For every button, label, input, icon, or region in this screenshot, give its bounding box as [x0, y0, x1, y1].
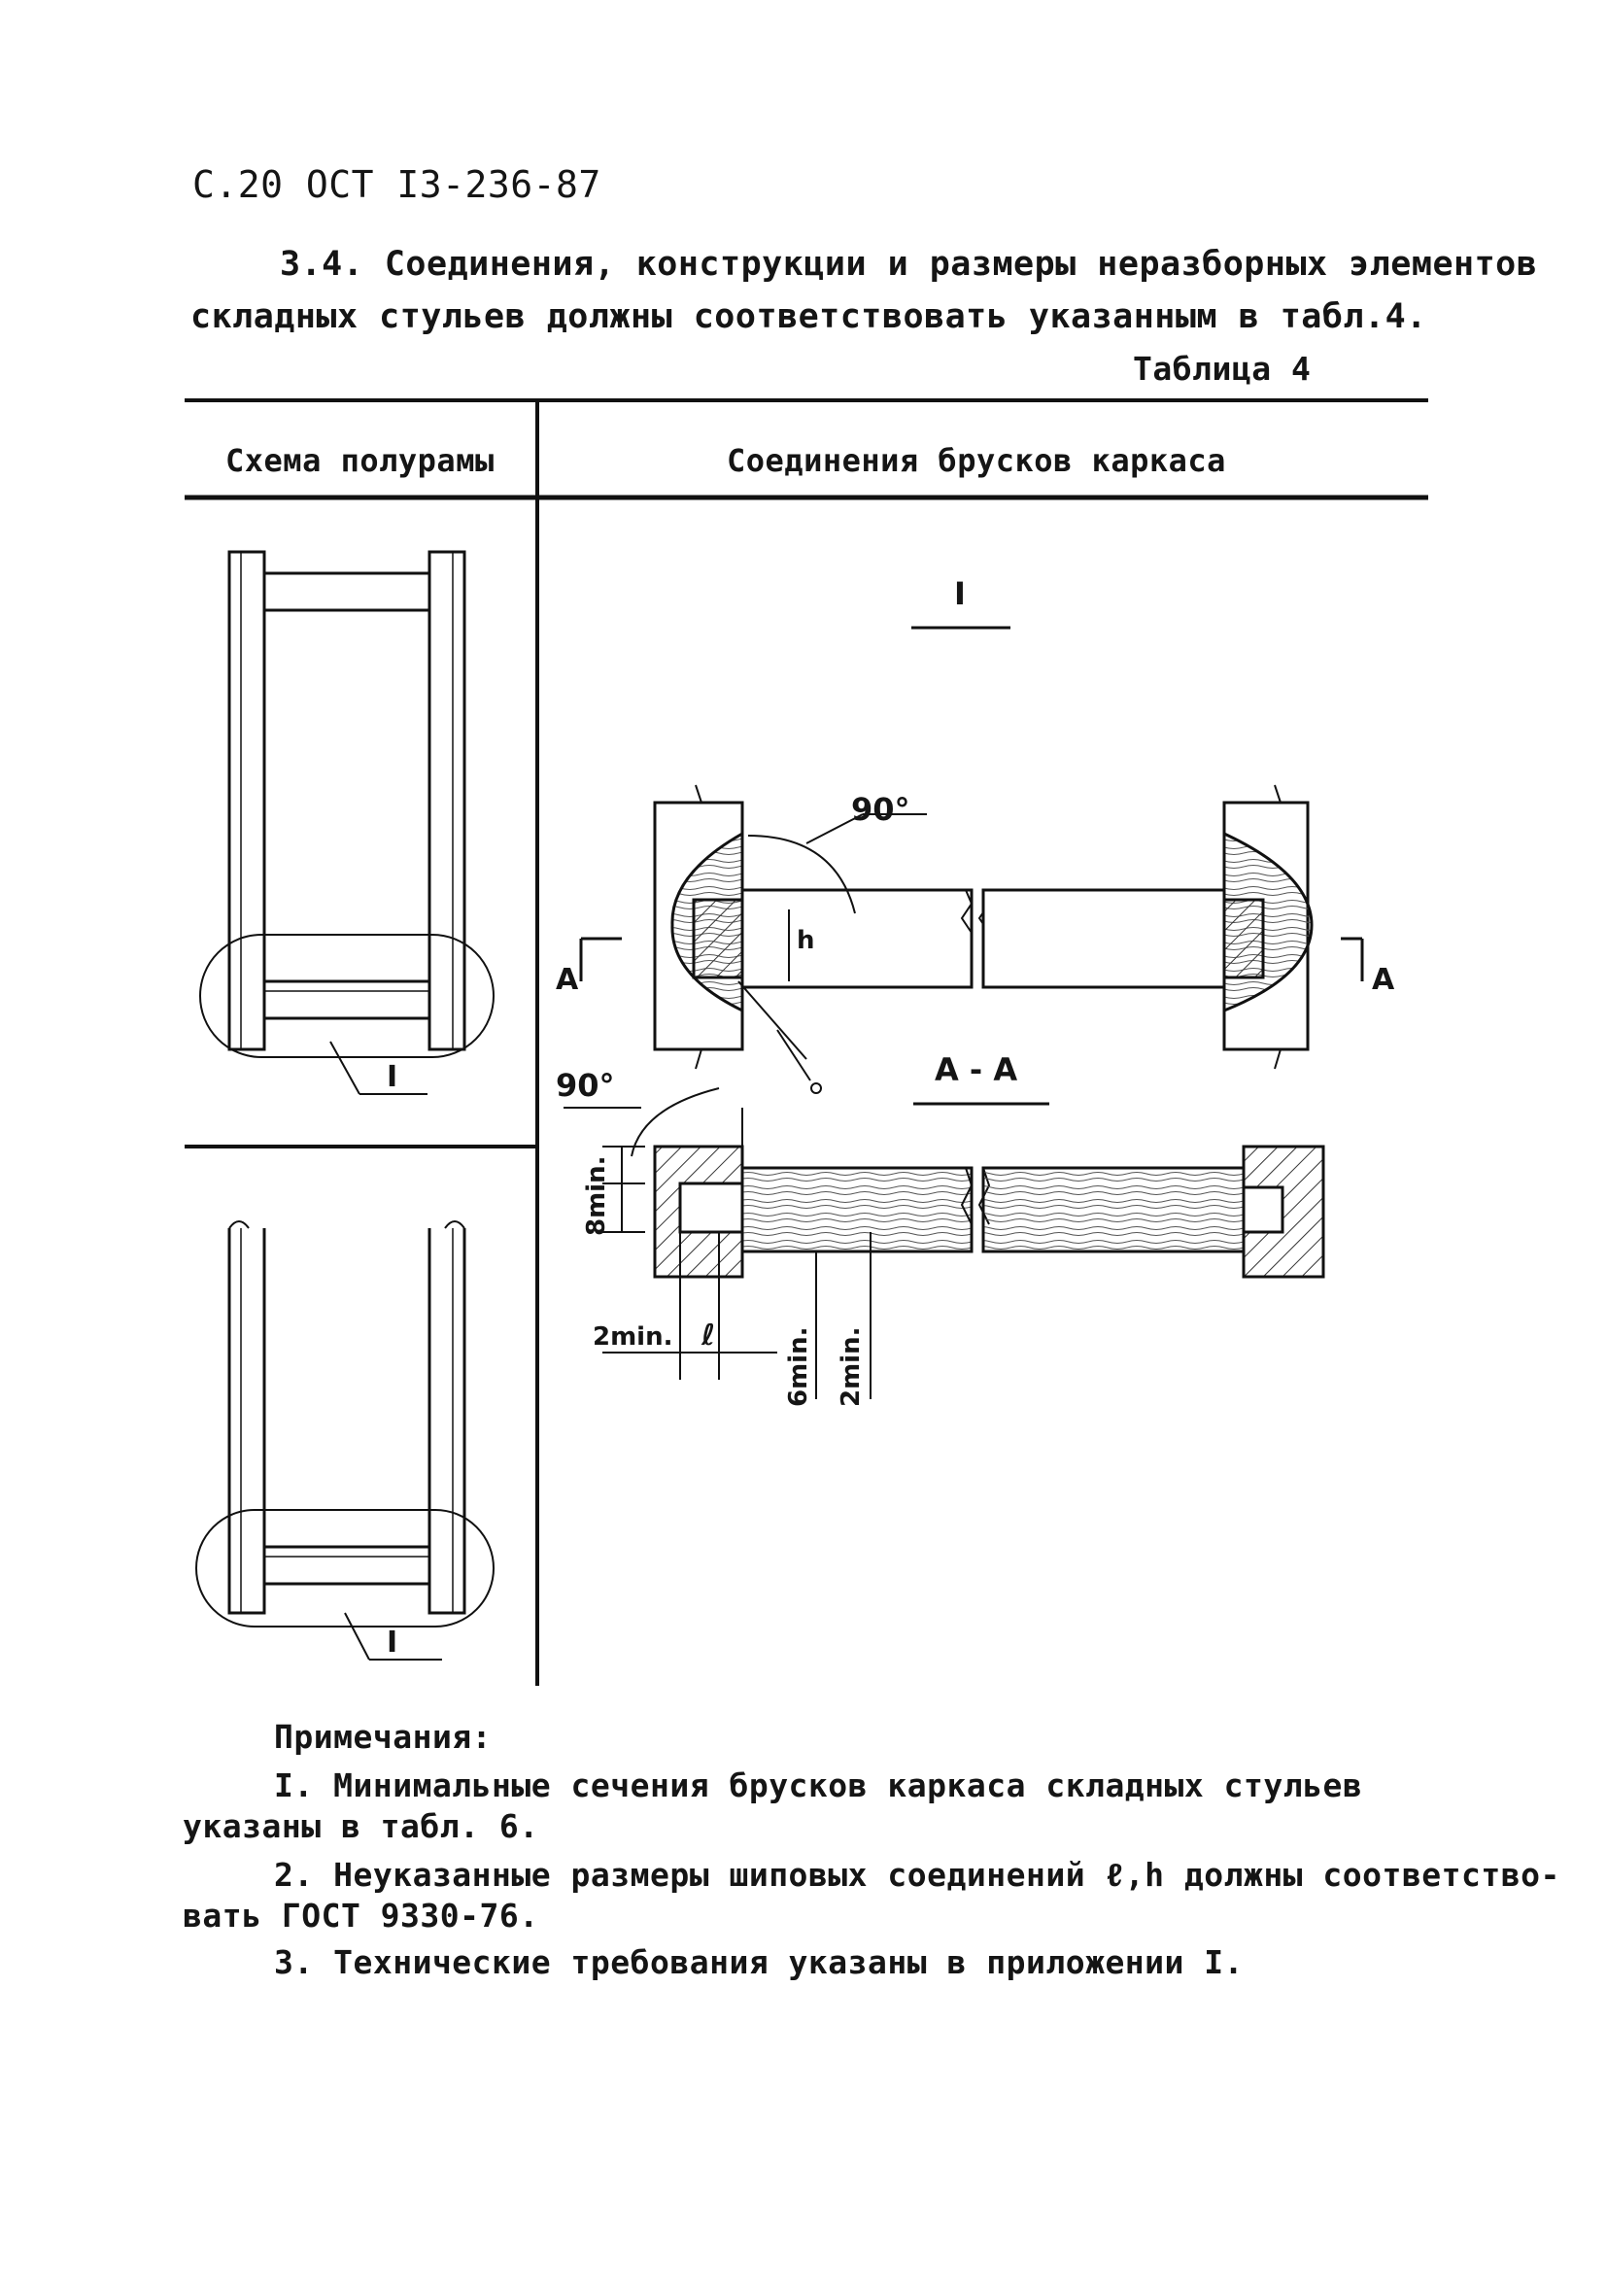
- joint-detail-view: [579, 784, 1364, 1094]
- column-header-joints: Соединения брусков каркаса: [727, 442, 1226, 479]
- intro-line-2: складных стульев должны соответствовать …: [190, 297, 1427, 336]
- half-frame-scheme-1: [199, 550, 495, 1095]
- dim-2min-right-label: 2min.: [837, 1327, 866, 1407]
- angle-label-top: 90°: [851, 791, 910, 828]
- table-label: Таблица 4: [1133, 350, 1312, 388]
- detail-title: I: [954, 575, 966, 612]
- note-1-line-1: I. Минимальные сечения брусков каркаса с…: [274, 1766, 1363, 1804]
- dim-6min-label: 6min.: [784, 1327, 813, 1407]
- dim-8min-label: 8min.: [582, 1156, 611, 1236]
- detail-mark-1: I: [387, 1060, 397, 1094]
- half-frame-scheme-2: [195, 1220, 495, 1661]
- dim-h-label: h: [797, 926, 815, 955]
- section-a-a-view: [564, 1087, 1325, 1399]
- column-header-frame-scheme: Схема полурамы: [225, 442, 495, 479]
- note-3: 3. Технические требования указаны в прил…: [274, 1943, 1245, 1981]
- detail-mark-2: I: [387, 1626, 397, 1660]
- section-title: А - А: [935, 1051, 1017, 1088]
- intro-line-1: 3.4. Соединения, конструкции и размеры н…: [280, 245, 1538, 284]
- note-2-line-2: вать ГОСТ 9330-76.: [183, 1897, 539, 1935]
- dim-2min-left-label: 2min.: [593, 1322, 672, 1352]
- note-1-line-2: указаны в табл. 6.: [183, 1807, 539, 1845]
- section-arrow-left: А: [556, 963, 579, 997]
- dim-l-label: ℓ: [701, 1319, 715, 1353]
- note-2-line-1: 2. Неуказанные размеры шиповых соединени…: [274, 1856, 1560, 1894]
- section-arrow-right: А: [1372, 963, 1395, 997]
- notes-title: Примечания:: [274, 1718, 493, 1756]
- page-header: С.20 ОСТ I3-236-87: [192, 163, 601, 206]
- angle-label-bottom: 90°: [556, 1067, 615, 1104]
